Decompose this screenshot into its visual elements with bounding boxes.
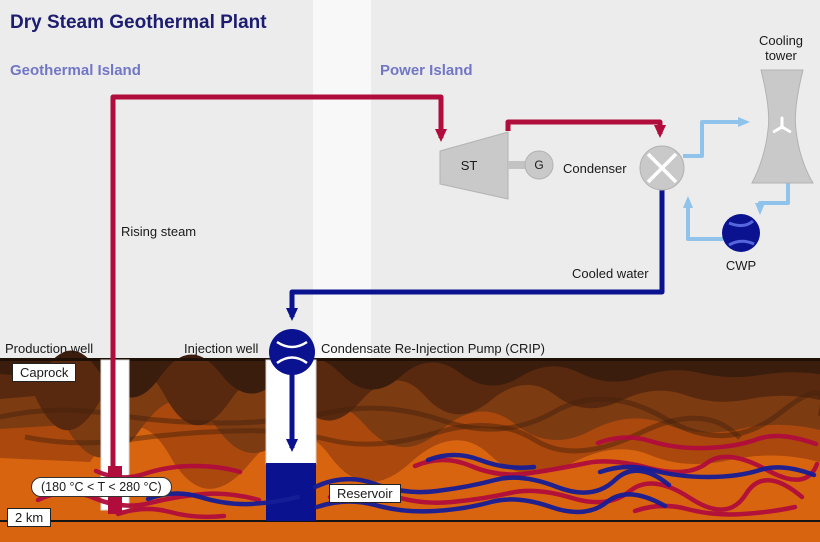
steam-turbine-shape xyxy=(439,131,525,200)
cwp-pump-shape xyxy=(722,214,760,252)
injection-well-label: Injection well xyxy=(184,341,259,356)
cooling-pipe-tower-to-cwp xyxy=(755,183,790,215)
cooling-pipes xyxy=(683,117,790,241)
steam-pipes xyxy=(110,94,666,505)
generator-shape xyxy=(524,150,554,180)
page-title: Dry Steam Geothermal Plant xyxy=(10,12,267,33)
section-power-island: Power Island xyxy=(380,62,473,79)
crip-label: Condensate Re-Injection Pump (CRIP) xyxy=(321,341,545,356)
condensate-pipe-condenser-to-crip xyxy=(286,189,665,321)
steam-turbine-label: ST xyxy=(460,158,478,173)
rising-steam-label: Rising steam xyxy=(121,224,197,239)
temperature-range-label: (180 °C < T < 280 °C) xyxy=(31,477,172,497)
ground-layers xyxy=(0,350,820,542)
cooling-tower-shape xyxy=(751,69,814,184)
production-well-label: Production well xyxy=(5,341,94,356)
cwp-label: CWP xyxy=(725,258,757,273)
fan-icon xyxy=(772,116,792,133)
generator-label: G xyxy=(534,158,544,172)
condenser-label: Condenser xyxy=(563,161,627,176)
cooling-tower-label: Cooling tower xyxy=(758,33,804,63)
crip-pump-shape xyxy=(269,329,315,375)
caprock-label: Caprock xyxy=(12,363,77,382)
condensate-pipes xyxy=(286,189,665,452)
section-geothermal-island: Geothermal Island xyxy=(10,62,141,79)
depth-marker-label: 2 km xyxy=(7,508,52,527)
reservoir-label: Reservoir xyxy=(329,484,401,503)
cooling-pipe-cwp-to-condenser xyxy=(683,196,723,241)
cooling-pipe-condenser-to-tower xyxy=(683,117,750,158)
steam-pipe-well-to-turbine xyxy=(110,94,447,505)
condenser-shape xyxy=(639,145,685,191)
steam-pipe-turbine-to-condenser xyxy=(505,119,666,138)
island-divider-band xyxy=(313,0,371,360)
surface-background xyxy=(0,0,820,360)
cooled-water-label: Cooled water xyxy=(572,266,649,281)
